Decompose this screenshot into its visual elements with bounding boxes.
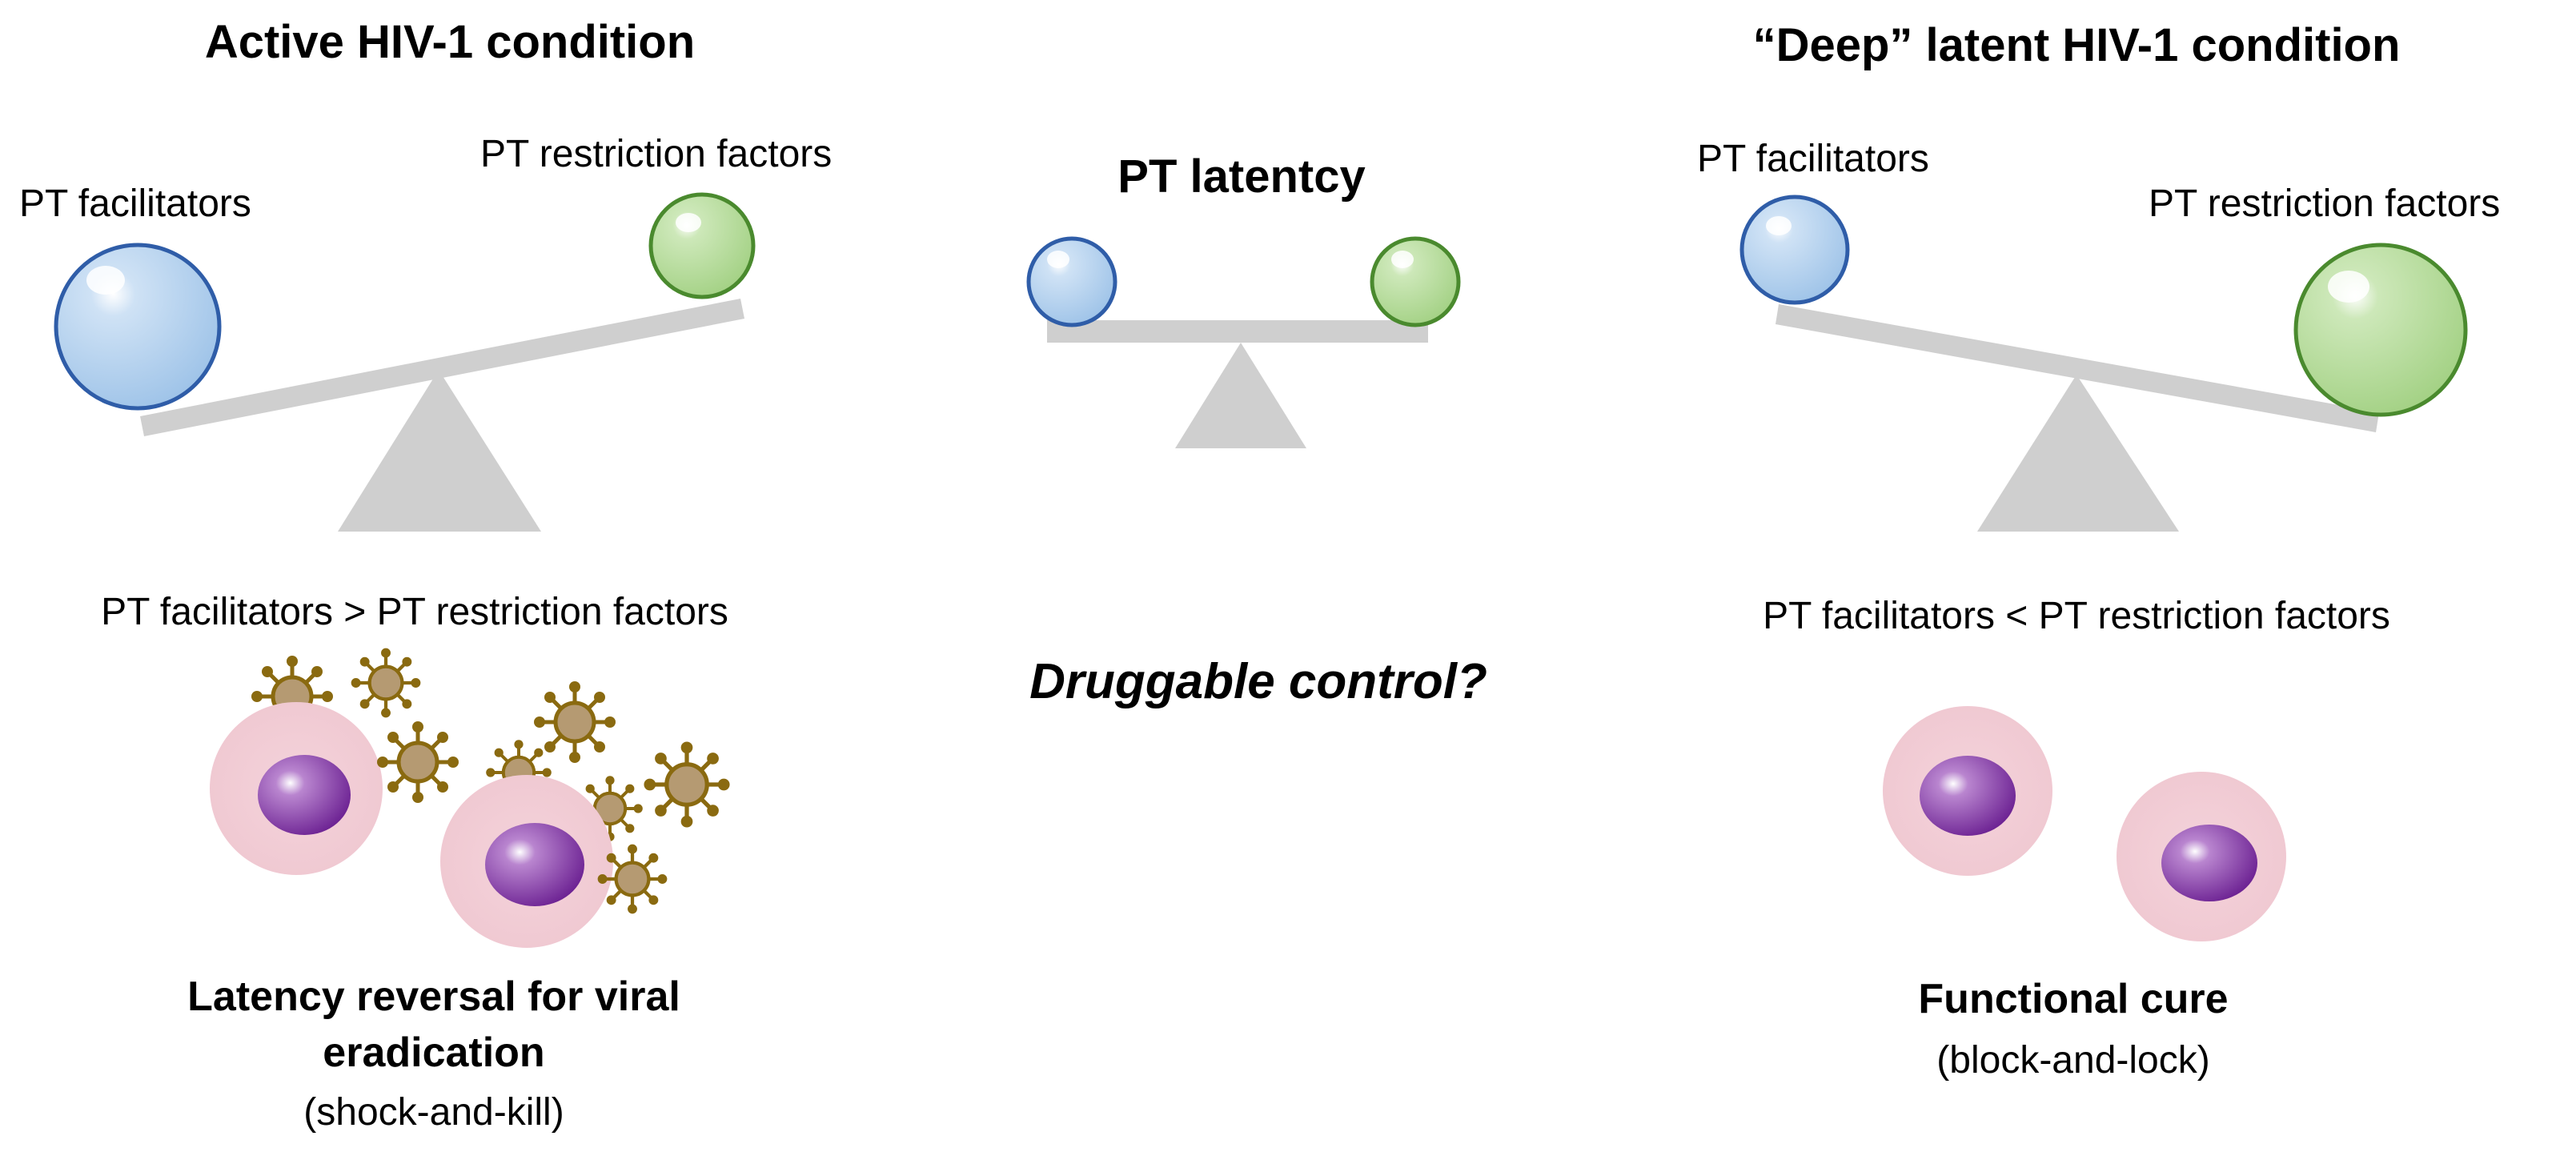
left-restriction-sphere: [648, 192, 756, 299]
center-panel-title: PT latentcy: [1117, 151, 1365, 203]
left-comparison: PT facilitators > PT restriction factors: [101, 591, 728, 633]
cell-nucleus: [485, 823, 584, 906]
right-beam: [1776, 304, 2379, 432]
left-outcome-sub: (shock-and-kill): [303, 1091, 564, 1134]
left-fulcrum: [338, 370, 541, 532]
druggable-control-question: Druggable control?: [1029, 654, 1487, 709]
center-beam: [1047, 320, 1428, 343]
left-outcome-line1: Latency reversal for viral: [187, 973, 680, 1020]
left-restriction-label: PT restriction factors: [480, 133, 832, 175]
cell-nucleus: [258, 755, 351, 835]
right-facilitators-label: PT facilitators: [1697, 138, 1929, 180]
right-fulcrum: [1977, 375, 2179, 532]
latent-cells-group: [1883, 706, 2286, 941]
center-restriction-sphere: [1370, 236, 1461, 327]
left-panel-title: Active HIV-1 condition: [205, 16, 695, 68]
right-balance-scale: [1739, 195, 2468, 532]
virus-particle: [534, 681, 616, 763]
virus-particle: [351, 648, 421, 718]
left-outcome-line2: eradication: [323, 1030, 544, 1076]
center-facilitator-sphere: [1026, 236, 1117, 327]
right-restriction-label: PT restriction factors: [2149, 183, 2500, 225]
left-facilitator-sphere: [54, 243, 222, 411]
virus-particle: [644, 741, 729, 827]
left-facilitators-label: PT facilitators: [19, 183, 251, 225]
right-outcome-sub: (block-and-lock): [1936, 1039, 2209, 1082]
cell-nucleus: [2161, 825, 2257, 901]
right-outcome-line1: Functional cure: [1918, 976, 2228, 1022]
right-comparison: PT facilitators < PT restriction factors: [1763, 595, 2390, 637]
virus-particle: [377, 721, 459, 803]
center-balance-scale: [1026, 236, 1461, 448]
left-beam: [140, 299, 744, 436]
right-panel-title: “Deep” latent HIV-1 condition: [1753, 19, 2401, 71]
virus-particle: [598, 845, 668, 914]
center-fulcrum: [1175, 343, 1306, 448]
infected-cells-group: [210, 648, 730, 948]
right-facilitator-sphere: [1739, 195, 1850, 305]
right-restriction-sphere: [2293, 243, 2468, 417]
cell-nucleus: [1920, 756, 2016, 836]
left-balance-scale: [54, 192, 756, 532]
